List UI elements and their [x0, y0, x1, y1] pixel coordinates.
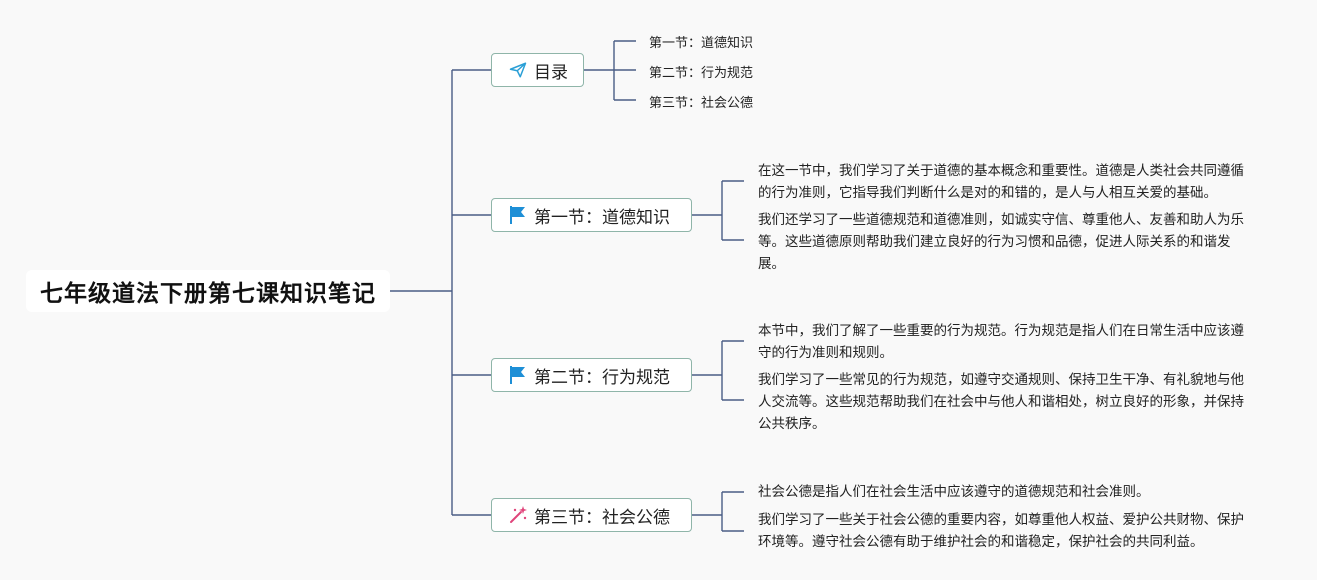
section-1-node[interactable]: 第一节：道德知识	[491, 198, 692, 232]
paper-plane-icon	[508, 60, 528, 80]
section-2-paragraph-2: 我们学习了一些常见的行为规范，如遵守交通规则、保持卫生干净、有礼貌地与他人交流等…	[758, 372, 1244, 432]
section-1-paragraph-1: 在这一节中，我们学习了关于道德的基本概念和重要性。道德是人类社会共同遵循的行为准…	[758, 163, 1244, 201]
toc-node-label: 目录	[534, 62, 568, 83]
section-3-paragraph-1: 社会公德是指人们在社会生活中应该遵守的道德规范和社会准则。	[758, 484, 1150, 500]
toc-item-3[interactable]: 第三节：社会公德	[649, 96, 754, 111]
section-3-paragraph-2: 我们学习了一些关于社会公德的重要内容，如尊重他人权益、爱护公共财物、保护环境等。…	[758, 512, 1244, 550]
central-topic[interactable]: 七年级道法下册第七课知识笔记	[26, 270, 390, 312]
section-3-label: 第三节：社会公德	[534, 507, 670, 528]
flag-icon	[508, 365, 528, 385]
section-2-node[interactable]: 第二节：行为规范	[491, 358, 692, 392]
toc-node[interactable]: 目录	[491, 53, 584, 87]
magic-wand-icon	[508, 505, 528, 525]
central-topic-title: 七年级道法下册第七课知识笔记	[40, 281, 376, 307]
section-2-label: 第二节：行为规范	[534, 367, 670, 388]
flag-icon	[508, 205, 528, 225]
section-1-paragraph-2: 我们还学习了一些道德规范和道德准则，如诚实守信、尊重他人、友善和助人为乐等。这些…	[758, 212, 1244, 272]
toc-item-2[interactable]: 第二节：行为规范	[649, 66, 754, 81]
section-3-node[interactable]: 第三节：社会公德	[491, 498, 692, 532]
toc-item-1[interactable]: 第一节：道德知识	[649, 36, 754, 51]
section-1-label: 第一节：道德知识	[534, 207, 670, 228]
section-2-paragraph-1: 本节中，我们了解了一些重要的行为规范。行为规范是指人们在日常生活中应该遵守的行为…	[758, 323, 1244, 361]
